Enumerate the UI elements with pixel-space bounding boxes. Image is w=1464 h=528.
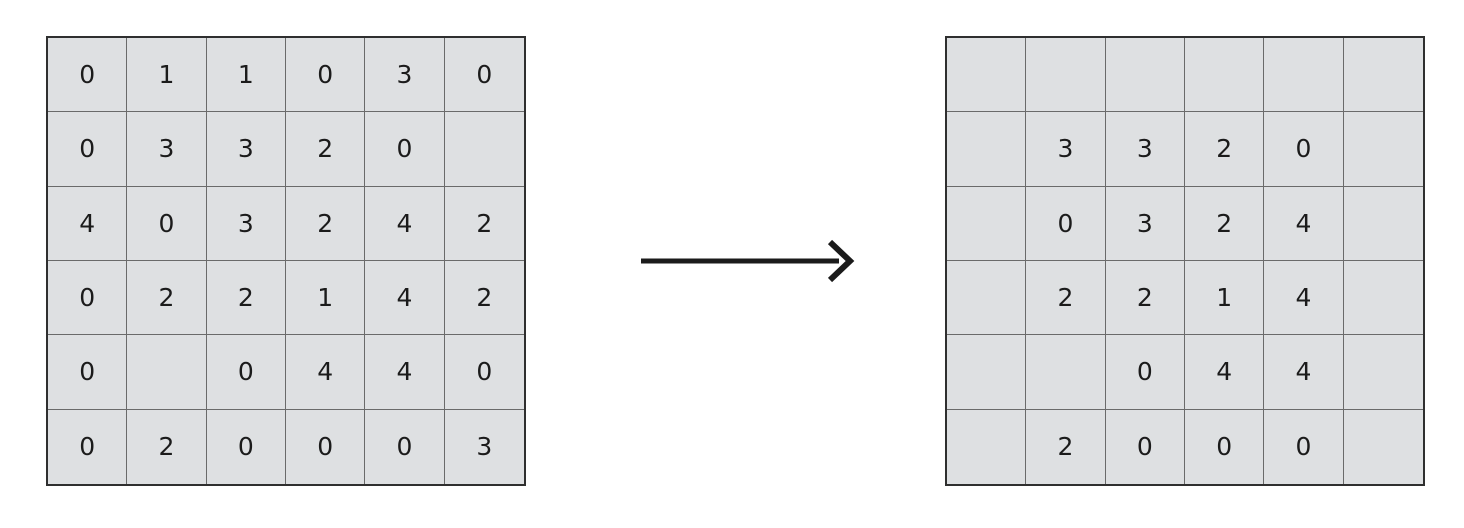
matrix-cell: 0	[1264, 409, 1344, 484]
matrix-cell: 0	[1264, 112, 1344, 187]
matrix-cell: 0	[286, 409, 366, 484]
matrix-cell: 0	[48, 409, 128, 484]
matrix-cell	[947, 261, 1027, 336]
matrix-cell: 0	[206, 335, 286, 410]
matrix-cell	[1026, 335, 1106, 410]
matrix-cell	[1026, 38, 1106, 113]
matrix-cell: 4	[365, 335, 445, 410]
matrix-cell: 0	[1026, 186, 1106, 261]
matrix-cell	[1264, 38, 1344, 113]
matrix-cell	[444, 112, 524, 187]
matrix-cell: 0	[444, 38, 524, 113]
matrix-cell: 4	[1264, 261, 1344, 336]
matrix-cell: 1	[206, 38, 286, 113]
matrix-cell	[1343, 409, 1423, 484]
matrix-cell: 2	[286, 186, 366, 261]
matrix-cell: 2	[1105, 261, 1185, 336]
matrix-cell: 2	[206, 261, 286, 336]
matrix-cell	[947, 112, 1027, 187]
matrix-cell	[1105, 38, 1185, 113]
matrix-cell: 0	[286, 38, 366, 113]
matrix-cell: 3	[1105, 186, 1185, 261]
matrix-cell: 0	[1105, 335, 1185, 410]
matrix-cell: 4	[1264, 335, 1344, 410]
matrix-cell: 0	[48, 112, 128, 187]
matrix-cell: 4	[1185, 335, 1265, 410]
matrix-cell: 0	[48, 335, 128, 410]
matrix-cell: 2	[1026, 409, 1106, 484]
matrix-cell: 2	[127, 261, 207, 336]
matrix-cell	[947, 335, 1027, 410]
matrix-cell: 1	[286, 261, 366, 336]
matrix-cell	[127, 335, 207, 410]
matrix-cell: 0	[365, 112, 445, 187]
matrix-cell: 0	[1105, 409, 1185, 484]
matrix-cell: 4	[286, 335, 366, 410]
matrix-cell: 3	[365, 38, 445, 113]
matrix-cell	[947, 38, 1027, 113]
matrix-cell: 1	[127, 38, 207, 113]
matrix-cell: 2	[444, 186, 524, 261]
matrix-cell: 2	[127, 409, 207, 484]
matrix-cell	[1343, 186, 1423, 261]
matrix-cell	[1343, 38, 1423, 113]
matrix-cell: 0	[127, 186, 207, 261]
matrix-cell: 0	[444, 335, 524, 410]
matrix-cell: 2	[1185, 112, 1265, 187]
matrix-cell: 3	[206, 112, 286, 187]
matrix-cell: 2	[1026, 261, 1106, 336]
matrix-cell	[1343, 112, 1423, 187]
matrix-cell: 4	[1264, 186, 1344, 261]
matrix-cell: 3	[206, 186, 286, 261]
matrix-cell: 1	[1185, 261, 1265, 336]
matrix-cell	[947, 409, 1027, 484]
matrix-cell: 0	[48, 38, 128, 113]
matrix-cell	[1343, 335, 1423, 410]
matrix-cell: 2	[444, 261, 524, 336]
matrix-cell: 0	[206, 409, 286, 484]
matrix-cell: 4	[365, 261, 445, 336]
matrix-cell: 3	[1105, 112, 1185, 187]
matrix-cell: 3	[1026, 112, 1106, 187]
arrow-right-icon	[641, 239, 855, 283]
matrix-cell	[1343, 261, 1423, 336]
matrix-cell: 4	[48, 186, 128, 261]
matrix-cell: 0	[1185, 409, 1265, 484]
matrix-cell: 2	[1185, 186, 1265, 261]
matrix-cell: 0	[48, 261, 128, 336]
matrix-cell: 3	[127, 112, 207, 187]
matrix-cell	[1185, 38, 1265, 113]
matrix-cell: 3	[444, 409, 524, 484]
matrix-cell	[947, 186, 1027, 261]
matrix-cell: 2	[286, 112, 366, 187]
matrix-cell: 0	[365, 409, 445, 484]
matrix-cell: 4	[365, 186, 445, 261]
